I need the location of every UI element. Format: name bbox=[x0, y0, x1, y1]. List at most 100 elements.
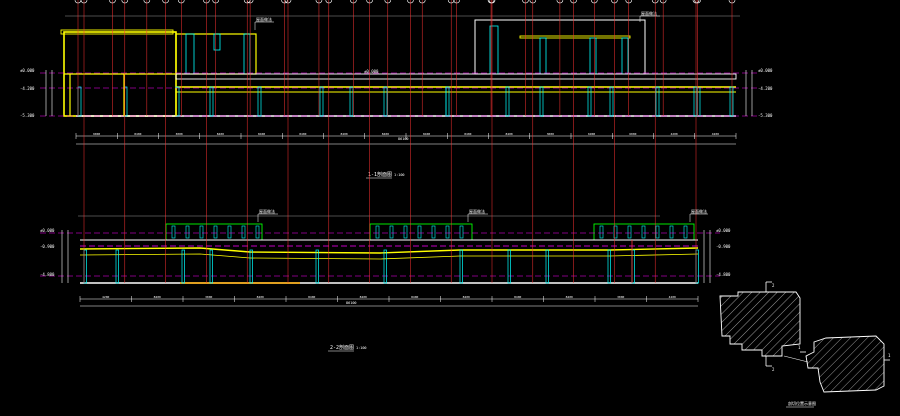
undefined-axis-bubble bbox=[447, 0, 455, 4]
undefined-axis-label: 11 bbox=[386, 0, 390, 1]
undefined-axis-label: 18 bbox=[627, 0, 631, 1]
d1-dim-text: 8400 bbox=[217, 132, 224, 136]
d2-dim-text: 3000 bbox=[617, 295, 624, 299]
key-cut-1-right: 1 bbox=[888, 353, 891, 358]
d1-dim-text: 8400 bbox=[506, 132, 513, 136]
d2-callout-1: 屋面做法 bbox=[259, 208, 275, 214]
undefined-axis-bubble bbox=[529, 0, 537, 4]
d1-dim-text: 8400 bbox=[299, 132, 306, 136]
undefined-axis-label: 3 bbox=[111, 0, 113, 1]
d2-column bbox=[607, 249, 611, 284]
section-2-2-axes: ABCDEFGHJKLMNPQR bbox=[80, 0, 700, 283]
d2-column bbox=[249, 249, 253, 284]
undefined-axis-label: D bbox=[205, 0, 207, 1]
key-cut-2-bottom: 2 bbox=[772, 367, 775, 372]
undefined-axis-label: 12 bbox=[420, 0, 424, 1]
d1-column bbox=[729, 86, 734, 117]
undefined-axis-bubble bbox=[418, 0, 426, 4]
d1-column bbox=[539, 86, 544, 117]
d1-dim-text: 8400 bbox=[382, 132, 389, 136]
d2-dim-text: 8400 bbox=[411, 295, 418, 299]
undefined-axis-label: 9 bbox=[318, 0, 320, 1]
d2-callout-3: 屋面做法 bbox=[691, 208, 707, 214]
d2-scale: 1:100 bbox=[356, 346, 367, 350]
d2-dim-text: 8400 bbox=[463, 295, 470, 299]
undefined-axis-bubble bbox=[80, 0, 88, 4]
d1-dim-text: 4200 bbox=[671, 132, 678, 136]
undefined-axis-bubble bbox=[203, 0, 210, 4]
d2-dim-text: 8400 bbox=[360, 295, 367, 299]
section-2-2: ABCDEFGHJKLMNPQR 42008400300084008400840… bbox=[40, 0, 731, 352]
undefined-axis-bubble bbox=[325, 0, 333, 4]
d2-column bbox=[115, 249, 119, 284]
undefined-axis-label: G bbox=[328, 0, 330, 1]
d2-dim-text: 8400 bbox=[257, 295, 264, 299]
undefined-axis-label: H bbox=[369, 0, 371, 1]
undefined-axis-bubble bbox=[366, 0, 373, 4]
undefined-axis-bubble bbox=[728, 0, 736, 4]
d1-dim-text: 6000 bbox=[629, 132, 636, 136]
undefined-axis-bubble bbox=[591, 0, 598, 4]
d1-column bbox=[383, 86, 388, 117]
d1-column bbox=[349, 86, 354, 117]
undefined-axis-bubble bbox=[611, 0, 618, 4]
d1-level-right-2: -4.200 bbox=[758, 86, 773, 91]
undefined-axis-bubble bbox=[407, 0, 414, 4]
undefined-axis-label: 19 bbox=[661, 0, 665, 1]
undefined-axis-bubble bbox=[315, 0, 323, 4]
undefined-axis-label: 15 bbox=[524, 0, 528, 1]
d1-dim-text: 3000 bbox=[547, 132, 554, 136]
undefined-axis-label: R bbox=[695, 0, 697, 1]
undefined-axis-label: 14 bbox=[489, 0, 493, 1]
d1-column bbox=[655, 86, 660, 117]
d1-column bbox=[319, 86, 324, 117]
undefined-axis-label: M bbox=[532, 0, 534, 1]
undefined-axis-label: 21 bbox=[730, 0, 734, 1]
d1-level-left-2: -4.200 bbox=[20, 86, 35, 91]
undefined-axis-bubble bbox=[212, 0, 219, 4]
d1-level-right-1: ±0.000 bbox=[758, 68, 773, 73]
undefined-axis-bubble bbox=[694, 0, 701, 4]
undefined-axis-label: 1 bbox=[77, 0, 79, 1]
undefined-axis-label: 17 bbox=[592, 0, 596, 1]
undefined-axis-label: 5 bbox=[180, 0, 182, 1]
d1-dim-text: 3000 bbox=[176, 132, 183, 136]
undefined-axis-label: L bbox=[491, 0, 493, 1]
d2-level-right-1: ±0.000 bbox=[716, 228, 731, 233]
d1-level-left-1: ±0.000 bbox=[20, 68, 35, 73]
section-2-2-columns bbox=[83, 240, 699, 284]
d2-total-dimension: 86100 bbox=[346, 301, 357, 305]
undefined-axis-label: F bbox=[287, 0, 289, 1]
undefined-axis-bubble bbox=[109, 0, 116, 4]
d2-caption: 2-2剖面图 bbox=[330, 344, 354, 351]
section-1-1-axes: 13456789101112131415161718192021 bbox=[74, 0, 736, 116]
d2-dim-text: 3000 bbox=[205, 295, 212, 299]
d2-level-left-1: ±0.000 bbox=[40, 228, 55, 233]
undefined-axis-bubble bbox=[177, 0, 185, 4]
d1-column bbox=[445, 86, 450, 117]
d1-level-right-3: -5.300 bbox=[758, 113, 773, 118]
key-cut-1-left: 1 bbox=[798, 345, 801, 350]
undefined-axis-bubble bbox=[625, 0, 633, 4]
d1-dim-text: 4200 bbox=[712, 132, 719, 136]
undefined-axis-bubble bbox=[162, 0, 169, 4]
key-plan-title: 剖切位置示意图 bbox=[788, 400, 816, 406]
undefined-axis-label: E bbox=[246, 0, 248, 1]
undefined-axis-label: 16 bbox=[558, 0, 562, 1]
undefined-axis-bubble bbox=[74, 0, 82, 4]
undefined-axis-label: 6 bbox=[215, 0, 217, 1]
undefined-axis-bubble bbox=[556, 0, 564, 4]
undefined-axis-bubble bbox=[246, 0, 254, 4]
undefined-axis-bubble bbox=[692, 0, 700, 4]
d1-callout-2: 屋面做法 bbox=[641, 10, 657, 16]
undefined-axis-bubble bbox=[453, 0, 460, 4]
undefined-axis-bubble bbox=[284, 0, 292, 4]
d2-column bbox=[315, 249, 319, 284]
undefined-axis-label: C bbox=[165, 0, 167, 1]
d2-column bbox=[695, 249, 699, 284]
d1-dim-text: 8400 bbox=[464, 132, 471, 136]
d2-callout-2: 屋面做法 bbox=[469, 208, 485, 214]
